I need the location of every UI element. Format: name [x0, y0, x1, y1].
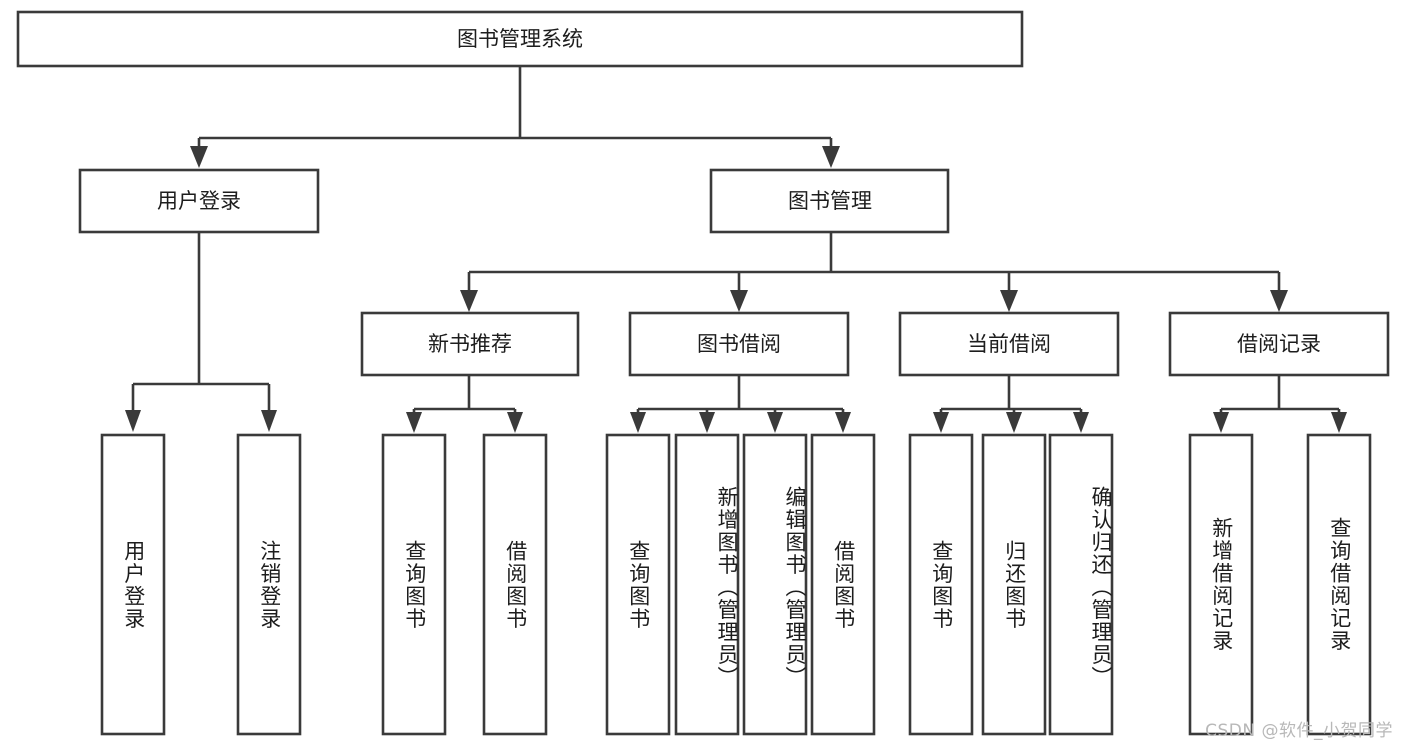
node-label-user-login: 用户登录 [157, 189, 241, 213]
node-box-current-borrow [898, 311, 1120, 377]
node-new-book-recommend[interactable]: 新书推荐 [360, 311, 580, 377]
node-book-borrow[interactable]: 图书借阅 [628, 311, 850, 377]
leaf-box-query-book-current[interactable] [908, 433, 974, 736]
arrow-head-icon [1073, 412, 1089, 433]
arrow-head-icon [730, 290, 748, 312]
leaf-boxes-group [100, 433, 1372, 736]
arrow-head-icon [822, 146, 840, 168]
leaf-box-borrow-book-recommend[interactable] [482, 433, 548, 736]
csdn-watermark: CSDN @软件_小贺同学 [1205, 721, 1393, 741]
leaf-box-logout[interactable] [236, 433, 302, 736]
node-box-book-management [709, 168, 950, 234]
node-box-borrow-record [1168, 311, 1390, 377]
leaf-box-borrow-book[interactable] [810, 433, 876, 736]
node-label-book-management: 图书管理 [788, 189, 872, 213]
arrow-head-icon [261, 410, 277, 432]
node-box-book-borrow [628, 311, 850, 377]
connector-group-book-management [460, 232, 1288, 312]
leaf-box-query-book-borrow[interactable] [605, 433, 671, 736]
arrow-head-icon [1000, 290, 1018, 312]
node-borrow-record[interactable]: 借阅记录 [1168, 311, 1390, 377]
leaf-box-add-book-admin[interactable] [674, 433, 740, 736]
arrow-head-icon [933, 412, 949, 433]
connector-group-book-borrow [630, 375, 851, 433]
arrow-head-icon [699, 412, 715, 433]
node-label-new-book-recommend: 新书推荐 [428, 332, 512, 356]
node-label-current-borrow: 当前借阅 [967, 332, 1051, 356]
node-user-login[interactable]: 用户登录 [78, 168, 320, 234]
node-box-user-login [78, 168, 320, 234]
leaf-box-query-borrow-record[interactable] [1306, 433, 1372, 736]
connector-group-root [190, 66, 840, 168]
arrow-head-icon [1270, 290, 1288, 312]
leaf-box-return-book[interactable] [981, 433, 1047, 736]
connector-group-user-login [125, 232, 277, 432]
node-label-book-borrow: 图书借阅 [697, 332, 781, 356]
node-book-management[interactable]: 图书管理 [709, 168, 950, 234]
node-box-root [16, 10, 1024, 68]
arrow-head-icon [1006, 412, 1022, 433]
arrow-head-icon [1213, 412, 1229, 433]
connector-group-borrow-record [1213, 375, 1347, 433]
arrow-head-icon [460, 290, 478, 312]
arrow-head-icon [835, 412, 851, 433]
leaf-box-query-book-recommend[interactable] [381, 433, 447, 736]
connector-group-new-book-recommend [406, 375, 523, 433]
arrow-head-icon [125, 410, 141, 432]
leaf-box-edit-book-admin[interactable] [742, 433, 808, 736]
node-root-system[interactable]: 图书管理系统 [16, 10, 1024, 68]
node-label-root: 图书管理系统 [457, 27, 583, 51]
node-box-new-book-recommend [360, 311, 580, 377]
leaf-box-add-borrow-record[interactable] [1188, 433, 1254, 736]
connector-group-current-borrow [933, 375, 1089, 433]
arrow-head-icon [767, 412, 783, 433]
node-label-borrow-record: 借阅记录 [1237, 332, 1321, 356]
arrow-head-icon [1331, 412, 1347, 433]
arrow-head-icon [190, 146, 208, 168]
arrow-head-icon [630, 412, 646, 433]
leaf-box-confirm-return-admin[interactable] [1048, 433, 1114, 736]
arrow-head-icon [406, 412, 422, 433]
arrow-head-icon [507, 412, 523, 433]
leaf-box-user-login[interactable] [100, 433, 166, 736]
node-current-borrow[interactable]: 当前借阅 [898, 311, 1120, 377]
